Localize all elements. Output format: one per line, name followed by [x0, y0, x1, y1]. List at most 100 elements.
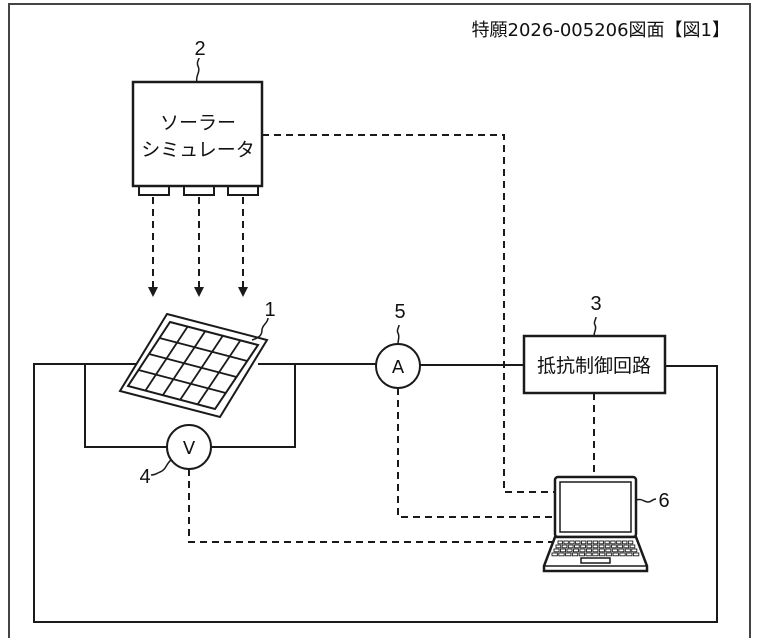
voltmeter-loop-wire	[84, 364, 167, 448]
ref-label-4: 4	[139, 466, 150, 488]
resistance-control-label: 抵抗制御回路	[537, 355, 651, 377]
keyboard-key	[557, 540, 563, 545]
panel-grid-row-line	[138, 369, 226, 394]
solar-panel: 1	[118, 299, 276, 419]
keyboard-key	[558, 552, 565, 557]
keyboard-key	[611, 544, 617, 549]
arrowhead-3	[238, 287, 248, 297]
leader-5	[396, 324, 400, 345]
voltmeter: V 4	[139, 424, 212, 488]
keyboard-key	[598, 544, 605, 549]
keyboard-key	[578, 552, 585, 557]
signal-lines	[188, 134, 595, 543]
signal-ammeter-to-computer	[397, 388, 555, 518]
keyboard-key	[569, 540, 575, 545]
lamp-3	[227, 185, 259, 196]
panel-grid-row-line	[159, 337, 248, 362]
laptop-screen	[559, 481, 632, 533]
keyboard-key	[586, 540, 593, 545]
keyboard-key	[610, 540, 616, 545]
keyboard-key	[560, 548, 567, 553]
keyboard-key	[612, 552, 619, 557]
keyboard-key	[585, 548, 592, 553]
keyboard-key	[555, 544, 562, 549]
leader-2	[195, 57, 200, 83]
keyboard-key	[567, 544, 574, 549]
keyboard-key	[605, 548, 612, 553]
keyboard-key	[619, 552, 626, 557]
voltmeter-loop-wire-right	[211, 364, 296, 448]
keyboard-key	[632, 552, 640, 557]
keyboard-key	[622, 540, 628, 545]
lamp-2	[183, 185, 215, 196]
keyboard-key	[604, 544, 611, 549]
resistance-control-box	[522, 334, 667, 395]
keyboard-key	[598, 540, 604, 545]
leader-1	[251, 317, 269, 341]
keyboard-key	[616, 540, 622, 545]
ammeter-symbol: A	[392, 357, 405, 378]
keyboard-key	[592, 540, 599, 545]
keyboard-key	[631, 548, 638, 553]
leader-3	[593, 316, 597, 337]
keyboard-key	[580, 540, 587, 545]
keyboard-key	[563, 540, 569, 545]
laptop-icon: 6	[542, 475, 670, 573]
signal-simulator-to-computer	[262, 134, 555, 493]
ammeter: A 5	[375, 301, 421, 389]
keyboard-key	[627, 540, 634, 545]
keyboard-key	[629, 544, 636, 549]
keyboard-key	[624, 548, 631, 553]
panel-grid-row-line	[148, 353, 237, 378]
light-arrows	[148, 197, 248, 297]
main-loop-wire	[33, 363, 718, 623]
keyboard-key	[599, 552, 606, 557]
voltmeter-symbol: V	[183, 438, 196, 459]
ref-label-3: 3	[590, 293, 601, 315]
keyboard-key	[566, 548, 573, 553]
keyboard-key	[611, 548, 618, 553]
laptop-keyboard	[551, 540, 640, 557]
solar-simulator-box	[131, 80, 264, 188]
keyboard-key	[571, 552, 579, 557]
solar-simulator: ソーラー シミュレータ 2	[131, 38, 264, 196]
laptop-touchpad	[580, 557, 611, 564]
ref-label-5: 5	[394, 301, 405, 323]
keyboard-key	[551, 552, 558, 557]
ref-label-2: 2	[194, 38, 205, 60]
keyboard-key	[626, 552, 633, 557]
ref-label-1: 1	[264, 299, 275, 321]
solar-panel-grid	[138, 326, 248, 405]
leader-6	[635, 498, 657, 503]
solar-simulator-label-line2: シミュレータ	[141, 139, 255, 161]
circuit-wires	[33, 363, 718, 623]
keyboard-key	[565, 552, 572, 557]
arrowhead-1	[148, 287, 158, 297]
keyboard-key	[605, 552, 613, 557]
page-frame	[8, 3, 751, 638]
leader-4	[150, 459, 172, 476]
keyboard-key	[592, 544, 599, 549]
keyboard-key	[585, 552, 592, 557]
keyboard-key	[623, 544, 630, 549]
keyboard-key	[617, 544, 623, 549]
keyboard-key	[586, 544, 593, 549]
keyboard-key	[575, 540, 581, 545]
resistance-control-circuit: 抵抗制御回路 3	[522, 293, 667, 395]
signal-voltmeter-to-computer	[188, 469, 552, 543]
keyboard-key	[618, 548, 625, 553]
keyboard-key	[598, 548, 605, 553]
keyboard-key	[561, 544, 568, 549]
figure-title: 特願2026-005206図面【図1】	[472, 20, 730, 41]
keyboard-key	[604, 540, 610, 545]
solar-simulator-label-line1: ソーラー	[160, 112, 236, 134]
keyboard-key	[579, 548, 586, 553]
lamp-1	[138, 185, 170, 196]
keyboard-key	[580, 544, 586, 549]
keyboard-key	[592, 552, 599, 557]
keyboard-key	[592, 548, 599, 553]
ref-label-6: 6	[658, 490, 669, 512]
keyboard-key	[572, 548, 579, 553]
arrowhead-2	[194, 287, 204, 297]
